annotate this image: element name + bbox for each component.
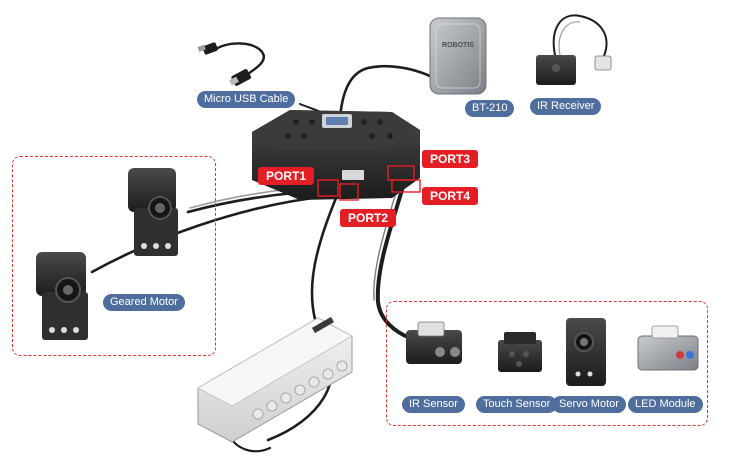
micro-usb-connectors — [197, 42, 252, 86]
port4-label: PORT4 — [422, 187, 479, 205]
micro-usb-cable-wire — [212, 42, 265, 80]
port1-label: PORT1 — [258, 167, 315, 185]
micro-usb-cable-label: Micro USB Cable — [197, 91, 296, 108]
ir-receiver-device — [536, 14, 612, 85]
bt210-brand-text: ROBOTIS — [442, 42, 474, 49]
led-module-label: LED Module — [628, 396, 703, 413]
geared-motor-label: Geared Motor — [103, 294, 185, 311]
geared-motor-lower-wire — [90, 194, 332, 274]
servo-motor-label: Servo Motor — [552, 396, 626, 413]
servo-motor-device — [566, 318, 606, 386]
battery-pack — [197, 316, 353, 443]
bt210-wire — [338, 64, 447, 120]
touch-sensor-label: Touch Sensor — [476, 396, 558, 413]
touch-sensor-device — [498, 332, 542, 372]
port2-label: PORT2 — [340, 209, 397, 227]
led-module-device — [637, 325, 699, 371]
battery-wire-lower — [230, 438, 272, 453]
ir-receiver-label: IR Receiver — [530, 98, 602, 115]
port4-highlight — [391, 179, 421, 193]
sensor-module-group-box — [386, 301, 708, 426]
ir-sensor-wire-gray — [373, 185, 399, 301]
port3-label: PORT3 — [422, 150, 479, 168]
ir-sensor-device — [406, 321, 462, 364]
port2-highlight — [339, 183, 359, 201]
geared-motor-group-box — [12, 156, 216, 356]
bt210-module: ROBOTIS — [429, 17, 487, 95]
port1-highlight — [317, 179, 339, 197]
geared-motor-lower — [36, 252, 88, 340]
ir-sensor-label: IR Sensor — [402, 396, 465, 413]
geared-motor-upper — [128, 168, 178, 256]
controller-unit — [252, 110, 421, 201]
bt210-label: BT-210 — [465, 100, 515, 117]
